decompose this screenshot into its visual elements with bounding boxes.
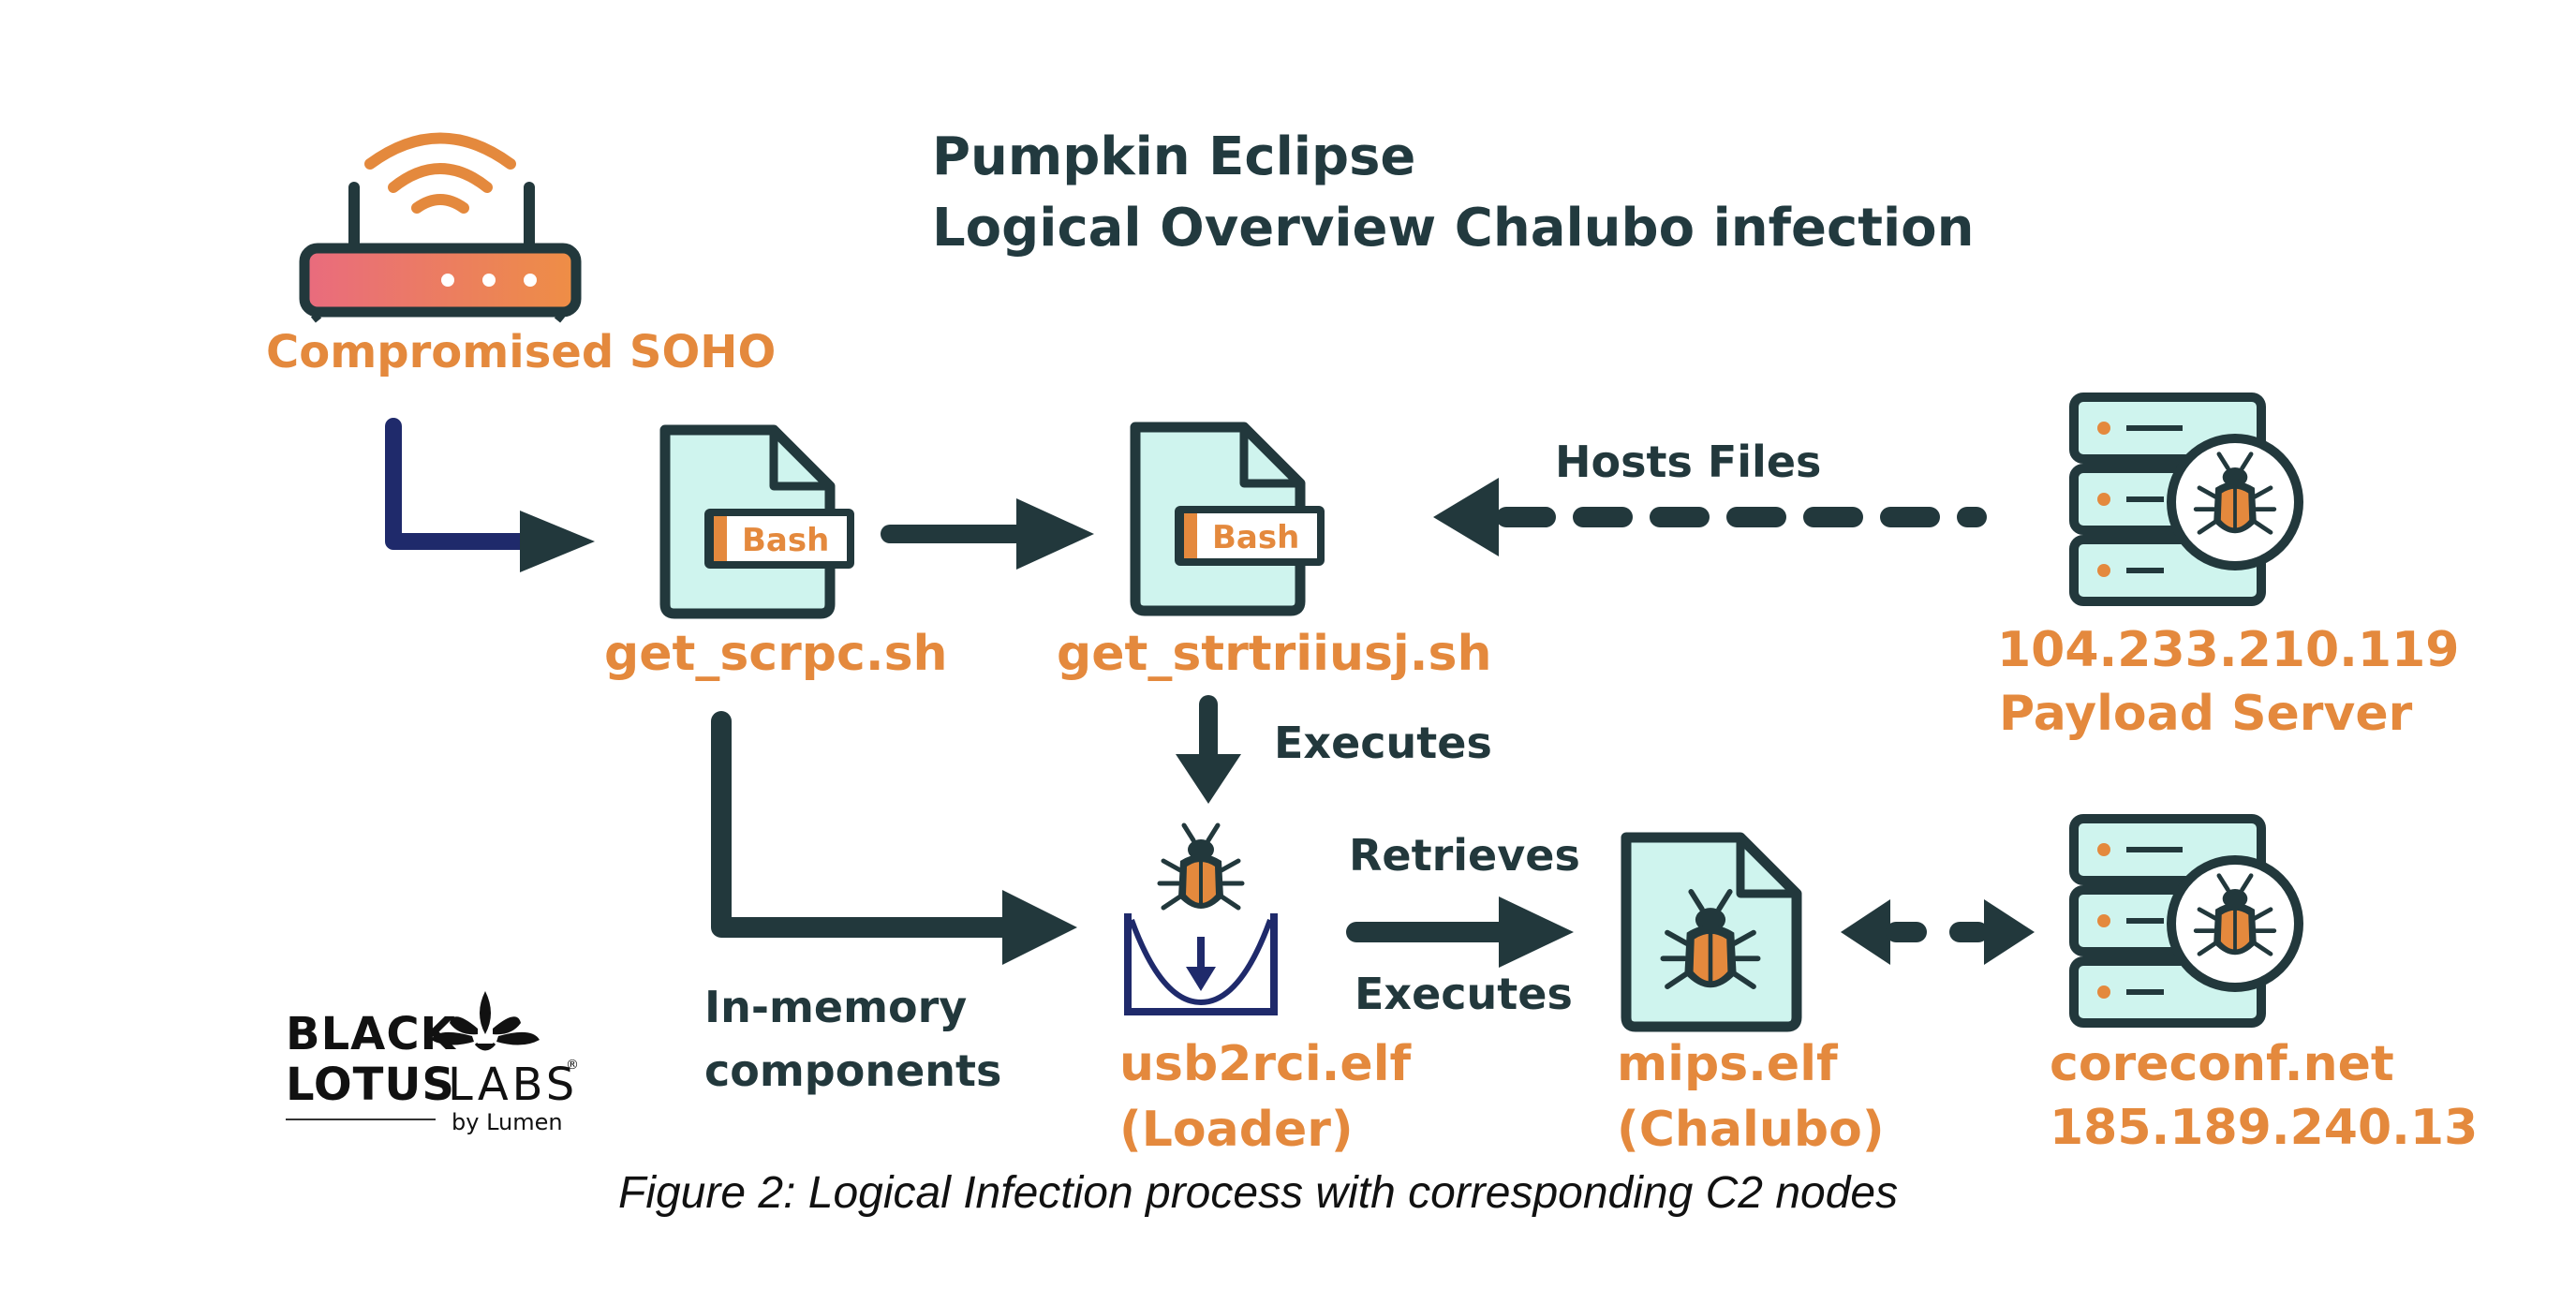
diagram-title-line2: Logical Overview Chalubo infection (932, 198, 1975, 259)
mips-elf-file-icon (1621, 832, 1802, 1032)
arrow-get-scrpc-in-memory (711, 711, 1077, 965)
c2-ip-label: 185.189.240.13 (2050, 1100, 2479, 1156)
mips-elf-role-label: (Chalubo) (1617, 1102, 1885, 1158)
get-scrpc-label: get_scrpc.sh (604, 626, 948, 682)
logo-text-labs: LABS (448, 1059, 579, 1111)
executes-label-2: Executes (1355, 969, 1573, 1019)
arrow-mips-c2-bidirectional (1841, 899, 2035, 965)
arrow-get-scrpc-to-get-strtriiusj (881, 498, 1094, 570)
logo-byline: by Lumen (452, 1109, 563, 1135)
in-memory-label-line1: In-memory (704, 982, 968, 1032)
diagram-title-line1: Pumpkin Eclipse (932, 126, 1416, 187)
usb2rci-role-label: (Loader) (1119, 1102, 1354, 1158)
router-icon (299, 132, 582, 323)
bash-label-1: Bash (742, 522, 830, 559)
mips-elf-label: mips.elf (1617, 1036, 1838, 1092)
usb2rci-label: usb2rci.elf (1119, 1036, 1412, 1092)
arrow-loader-to-mips (1346, 896, 1574, 968)
c2-server-icon (2074, 819, 2299, 1023)
figure-caption: Figure 2: Logical Infection process with… (618, 1168, 1899, 1218)
logo-registered-mark: ® (566, 1058, 579, 1073)
hosts-files-label: Hosts Files (1555, 437, 1822, 487)
retrieves-label: Retrieves (1349, 830, 1580, 881)
logo-text-black: BLACK (286, 1008, 456, 1060)
loader-icon (1124, 825, 1278, 1015)
get-strtriiusj-label: get_strtriiusj.sh (1057, 626, 1492, 682)
arrow-get-strtriiusj-executes-loader (1176, 695, 1241, 804)
payload-server-label: Payload Server (1999, 686, 2413, 742)
arrow-soho-to-get-scrpc (385, 418, 595, 572)
c2-domain-label: coreconf.net (2050, 1036, 2394, 1092)
bash-label-2: Bash (1212, 519, 1300, 556)
black-lotus-logo-icon (431, 991, 540, 1051)
payload-server-ip: 104.233.210.119 (1997, 622, 2460, 678)
logo-text-lotus: LOTUS (286, 1059, 455, 1111)
in-memory-label-line2: components (704, 1045, 1002, 1096)
soho-label: Compromised SOHO (266, 326, 777, 378)
executes-label-1: Executes (1274, 718, 1492, 768)
arrow-payload-server-hosts-files (1433, 478, 1987, 556)
payload-server-icon (2074, 397, 2299, 601)
